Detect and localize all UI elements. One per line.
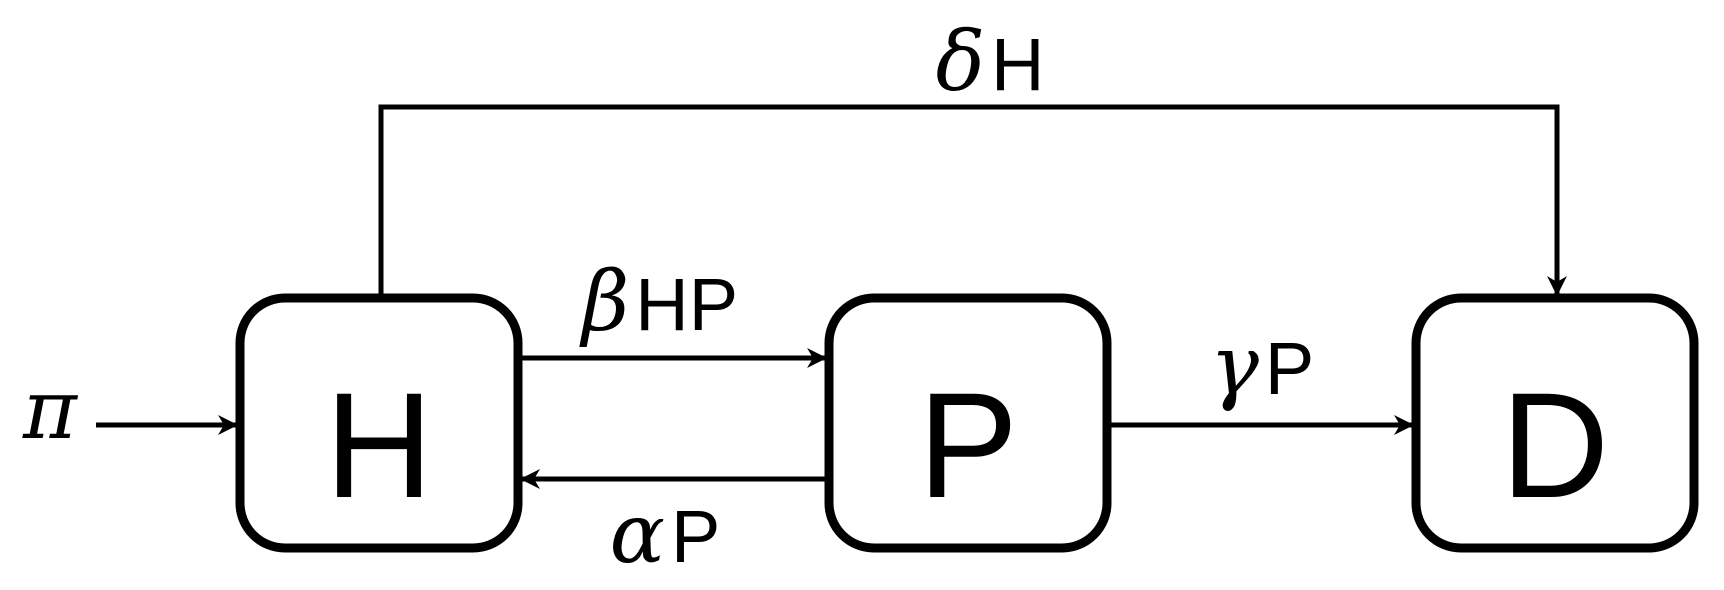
compartment-d-label: D — [1501, 361, 1609, 529]
infection-rate-variables: HP — [635, 263, 738, 346]
recovery-rate-variables: P — [671, 495, 720, 578]
compartment-h-box — [235, 293, 523, 553]
infection-arrow: βHP — [522, 255, 827, 368]
progression-rate-symbol: γ — [1210, 319, 1260, 414]
compartment-h: H — [235, 293, 523, 553]
infection-rate-symbol: β — [579, 255, 629, 350]
progression-arrow: γP — [1111, 319, 1414, 435]
compartment-p-box — [824, 293, 1112, 553]
infection-label: βHP — [579, 255, 738, 350]
compartment-p-label: P — [918, 361, 1018, 529]
direct-rate-symbol: δ — [936, 15, 985, 110]
direct-arrow-line — [378, 104, 1567, 296]
progression-label: γP — [1210, 319, 1314, 414]
direct-label: δH — [936, 15, 1045, 110]
recovery-label: αP — [610, 487, 721, 582]
progression-rate-variables: P — [1265, 327, 1314, 410]
inflow-arrow: π — [22, 363, 238, 458]
compartment-d-box — [1411, 293, 1699, 553]
inflow-label: π — [22, 363, 79, 458]
recovery-rate-symbol: α — [610, 487, 665, 582]
recovery-arrow: αP — [520, 469, 825, 582]
compartment-p: P — [824, 293, 1112, 553]
compartment-h-label: H — [325, 361, 433, 529]
compartment-d: D — [1411, 293, 1699, 553]
direct-rate-variables: H — [991, 23, 1044, 106]
direct-arrow: δH — [378, 15, 1567, 296]
